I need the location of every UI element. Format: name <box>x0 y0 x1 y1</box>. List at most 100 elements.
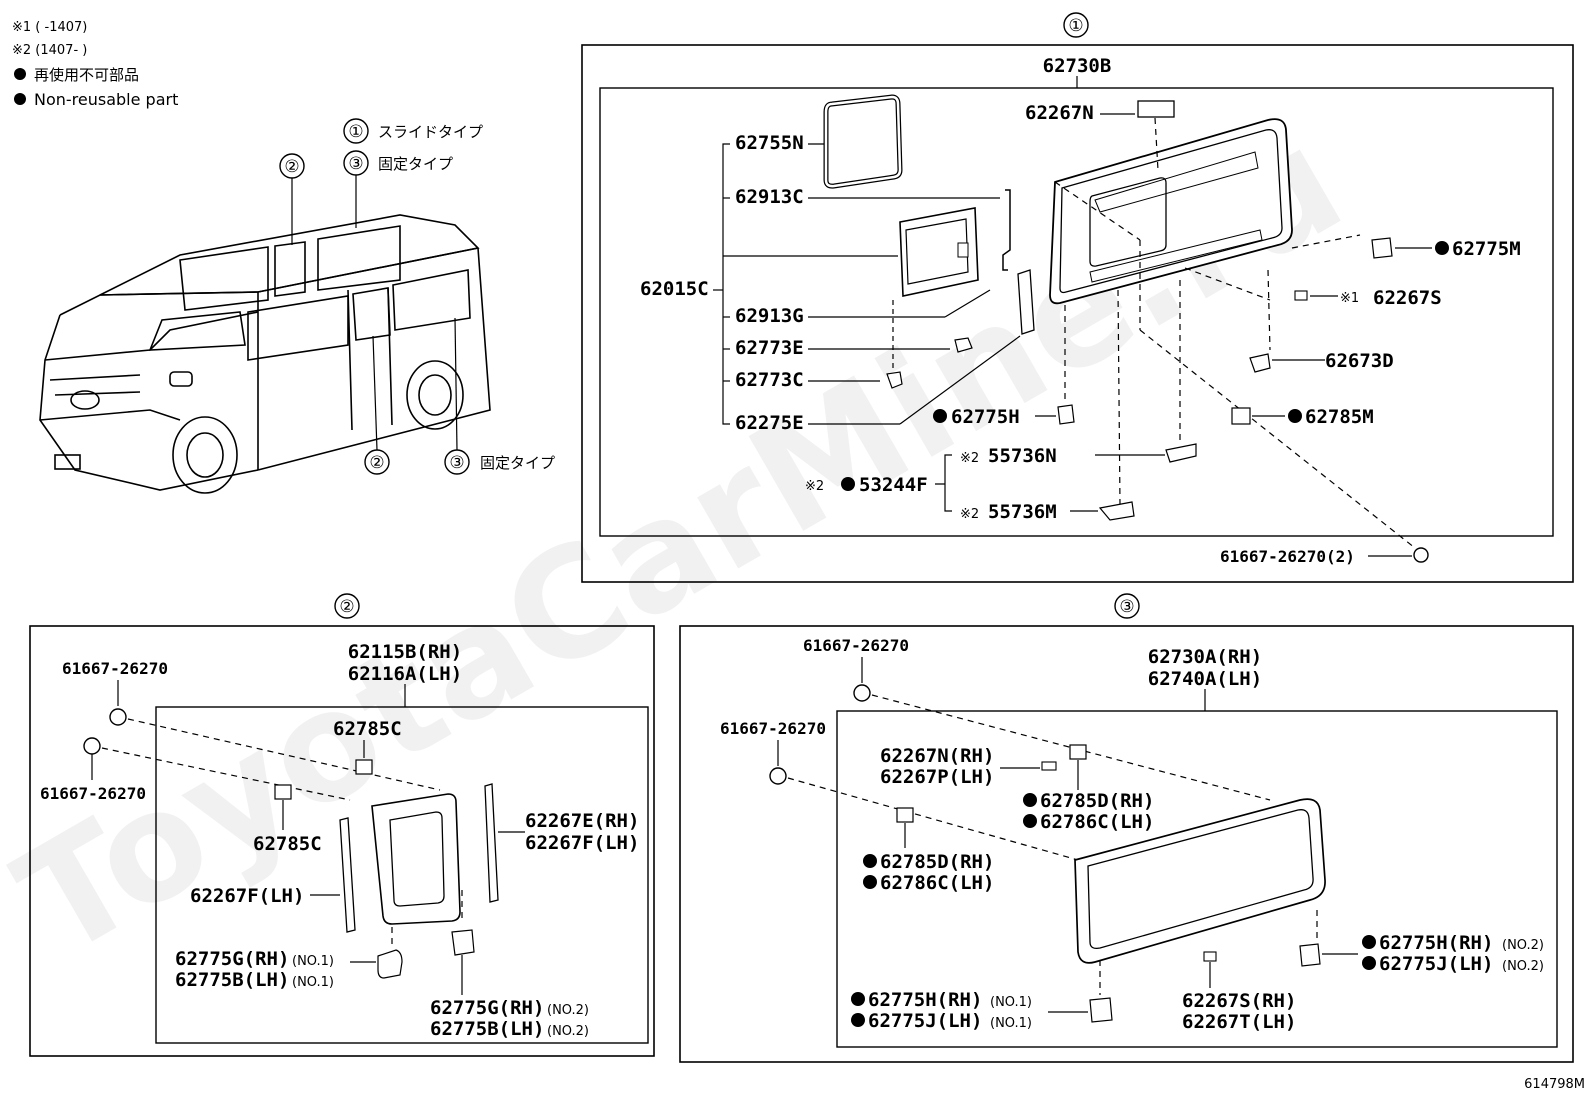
cap-62775G-no1-icon <box>377 949 403 979</box>
part-62267P-lh: 62267P(LH) <box>880 766 994 788</box>
bracket-62673D-icon <box>1249 353 1271 373</box>
section-1-circle-icon <box>1063 12 1089 38</box>
clip-62785C-icon <box>274 784 292 800</box>
part-62275E: 62275E <box>735 412 804 434</box>
no1-b-3: (NO.1) <box>990 1016 1032 1031</box>
section-1-number: ① <box>1068 16 1083 36</box>
no2-b: (NO.2) <box>547 1024 589 1039</box>
c3-bottom-label: 固定タイプ <box>480 454 555 472</box>
part-53244F: 53244F <box>859 474 928 496</box>
part-62015C: 62015C <box>640 278 709 300</box>
cap-62775M-icon <box>1371 237 1393 259</box>
part-62775G-rh-2: 62775G(RH) <box>430 997 544 1019</box>
part-62785D-a: 62785D(RH) <box>1040 790 1154 812</box>
clip-61667-icon <box>853 684 871 702</box>
part-61667-top: 61667-26270 <box>62 659 168 678</box>
section-3: ③ 62730A(RH) 62740A(LH) 61667-26270 6166… <box>679 593 1574 1063</box>
part-62730B: 62730B <box>1043 55 1112 77</box>
part-62785M: 62785M <box>1305 406 1374 428</box>
non-reusable-dot-icon <box>841 477 855 491</box>
part-62786C-b: 62786C(LH) <box>880 872 994 894</box>
callout-1: ① <box>348 122 363 142</box>
part-62775J-lh-b: 62775J(LH) <box>868 1010 982 1032</box>
part-62775H: 62775H <box>951 406 1020 428</box>
clip-61667-icon <box>83 737 101 755</box>
part-62267N: 62267N <box>1025 102 1094 124</box>
callout-3-bottom: ③ <box>449 453 464 473</box>
section-1: ① 62730B 62267N 62755N 62913C 62015C 629… <box>581 12 1574 583</box>
non-reusable-jp: 再使用不可部品 <box>34 66 139 84</box>
callout-circle-icon <box>343 118 369 144</box>
non-reusable-en: Non-reusable part <box>34 90 178 109</box>
note-2: ※2 (1407- ) <box>12 43 87 58</box>
part-61667-top-3: 61667-26270 <box>803 636 909 655</box>
no1-a: (NO.1) <box>292 954 334 969</box>
cap-62775H-no2-icon <box>1299 943 1321 967</box>
section-2-inner-frame <box>155 706 649 1044</box>
part-62673D: 62673D <box>1325 350 1394 372</box>
no1-b: (NO.1) <box>292 975 334 990</box>
c3-fixed-type: 固定タイプ <box>378 155 453 173</box>
clip-62785M-icon <box>1231 407 1251 425</box>
section-2-circle-icon <box>334 593 360 619</box>
window-frame-62730B-icon <box>1049 118 1293 305</box>
cap-62775H-icon <box>1057 404 1075 425</box>
clip-62785D-icon <box>1069 744 1087 760</box>
section-2-frame <box>29 625 655 1057</box>
section-3-frame <box>679 625 1574 1063</box>
mark-1: ※1 <box>1340 291 1359 306</box>
part-62773C: 62773C <box>735 369 804 391</box>
mark-2a: ※2 <box>960 451 979 466</box>
part-62267T-lh: 62267T(LH) <box>1182 1011 1296 1033</box>
non-reusable-dot-icon <box>851 992 865 1006</box>
part-62267S-rh: 62267S(RH) <box>1182 990 1296 1012</box>
clip-55736M-icon <box>1098 501 1135 521</box>
molding-62267F-icon <box>339 817 356 933</box>
part-62773E: 62773E <box>735 337 804 359</box>
non-reusable-dot-icon <box>1023 793 1037 807</box>
section-3-number: ③ <box>1119 597 1134 617</box>
non-reusable-dot-icon <box>1288 409 1302 423</box>
part-62786C-a: 62786C(LH) <box>1040 811 1154 833</box>
part-62913G: 62913G <box>735 305 804 327</box>
non-reusable-dot-icon <box>933 409 947 423</box>
clip-61667-icon <box>1413 547 1429 563</box>
strip-62267N-icon <box>1137 100 1175 118</box>
part-55736N: 55736N <box>988 445 1057 467</box>
callout-2-bottom: ② <box>369 453 384 473</box>
part-62785D-b: 62785D(RH) <box>880 851 994 873</box>
part-62775H-rh-b: 62775H(RH) <box>868 989 982 1011</box>
clip-55736N-icon <box>1165 443 1197 463</box>
van-callouts: ② ① スライドタイプ ③ 固定タイプ ② ③ 固定タイプ <box>279 118 555 475</box>
part-62775B-lh-2: 62775B(LH) <box>430 1018 544 1040</box>
mark-2b: ※2 <box>960 507 979 522</box>
part-62267N-rh: 62267N(RH) <box>880 745 994 767</box>
part-61667-left-3: 61667-26270 <box>720 719 826 738</box>
part-62115B: 62115B(RH) <box>348 641 462 663</box>
no2-b-3: (NO.2) <box>1502 959 1544 974</box>
part-62755N: 62755N <box>735 132 804 154</box>
part-62730A: 62730A(RH) <box>1148 646 1262 668</box>
no2-a-3: (NO.2) <box>1502 938 1544 953</box>
pad-62267S-icon <box>1203 951 1217 962</box>
legend: ※1 ( -1407) ※2 (1407- ) 再使用不可部品 Non-reus… <box>12 20 178 109</box>
seal-62755N-icon <box>823 94 903 189</box>
part-61667-26270-2: 61667-26270(2) <box>1220 547 1355 566</box>
callout-2-roof: ② <box>284 157 299 177</box>
non-reusable-dot-icon <box>1362 935 1376 949</box>
part-62775M: 62775M <box>1452 238 1521 260</box>
non-reusable-dot-icon <box>1435 241 1449 255</box>
callout-3: ③ <box>348 154 363 174</box>
note-1: ※1 ( -1407) <box>12 20 87 35</box>
c1-slide-type: スライドタイプ <box>378 123 483 141</box>
clip-62785D-icon <box>896 807 914 823</box>
part-62267F-left: 62267F(LH) <box>190 885 304 907</box>
part-62775J-lh: 62775J(LH) <box>1379 953 1493 975</box>
clip-62773E-icon <box>954 337 973 353</box>
clip-62773C-icon <box>886 371 903 389</box>
glass-62730A-icon <box>1074 798 1326 964</box>
non-reusable-dot-icon <box>1362 956 1376 970</box>
part-62785C-top: 62785C <box>333 718 402 740</box>
part-62267F-lh: 62267F(LH) <box>525 832 639 854</box>
